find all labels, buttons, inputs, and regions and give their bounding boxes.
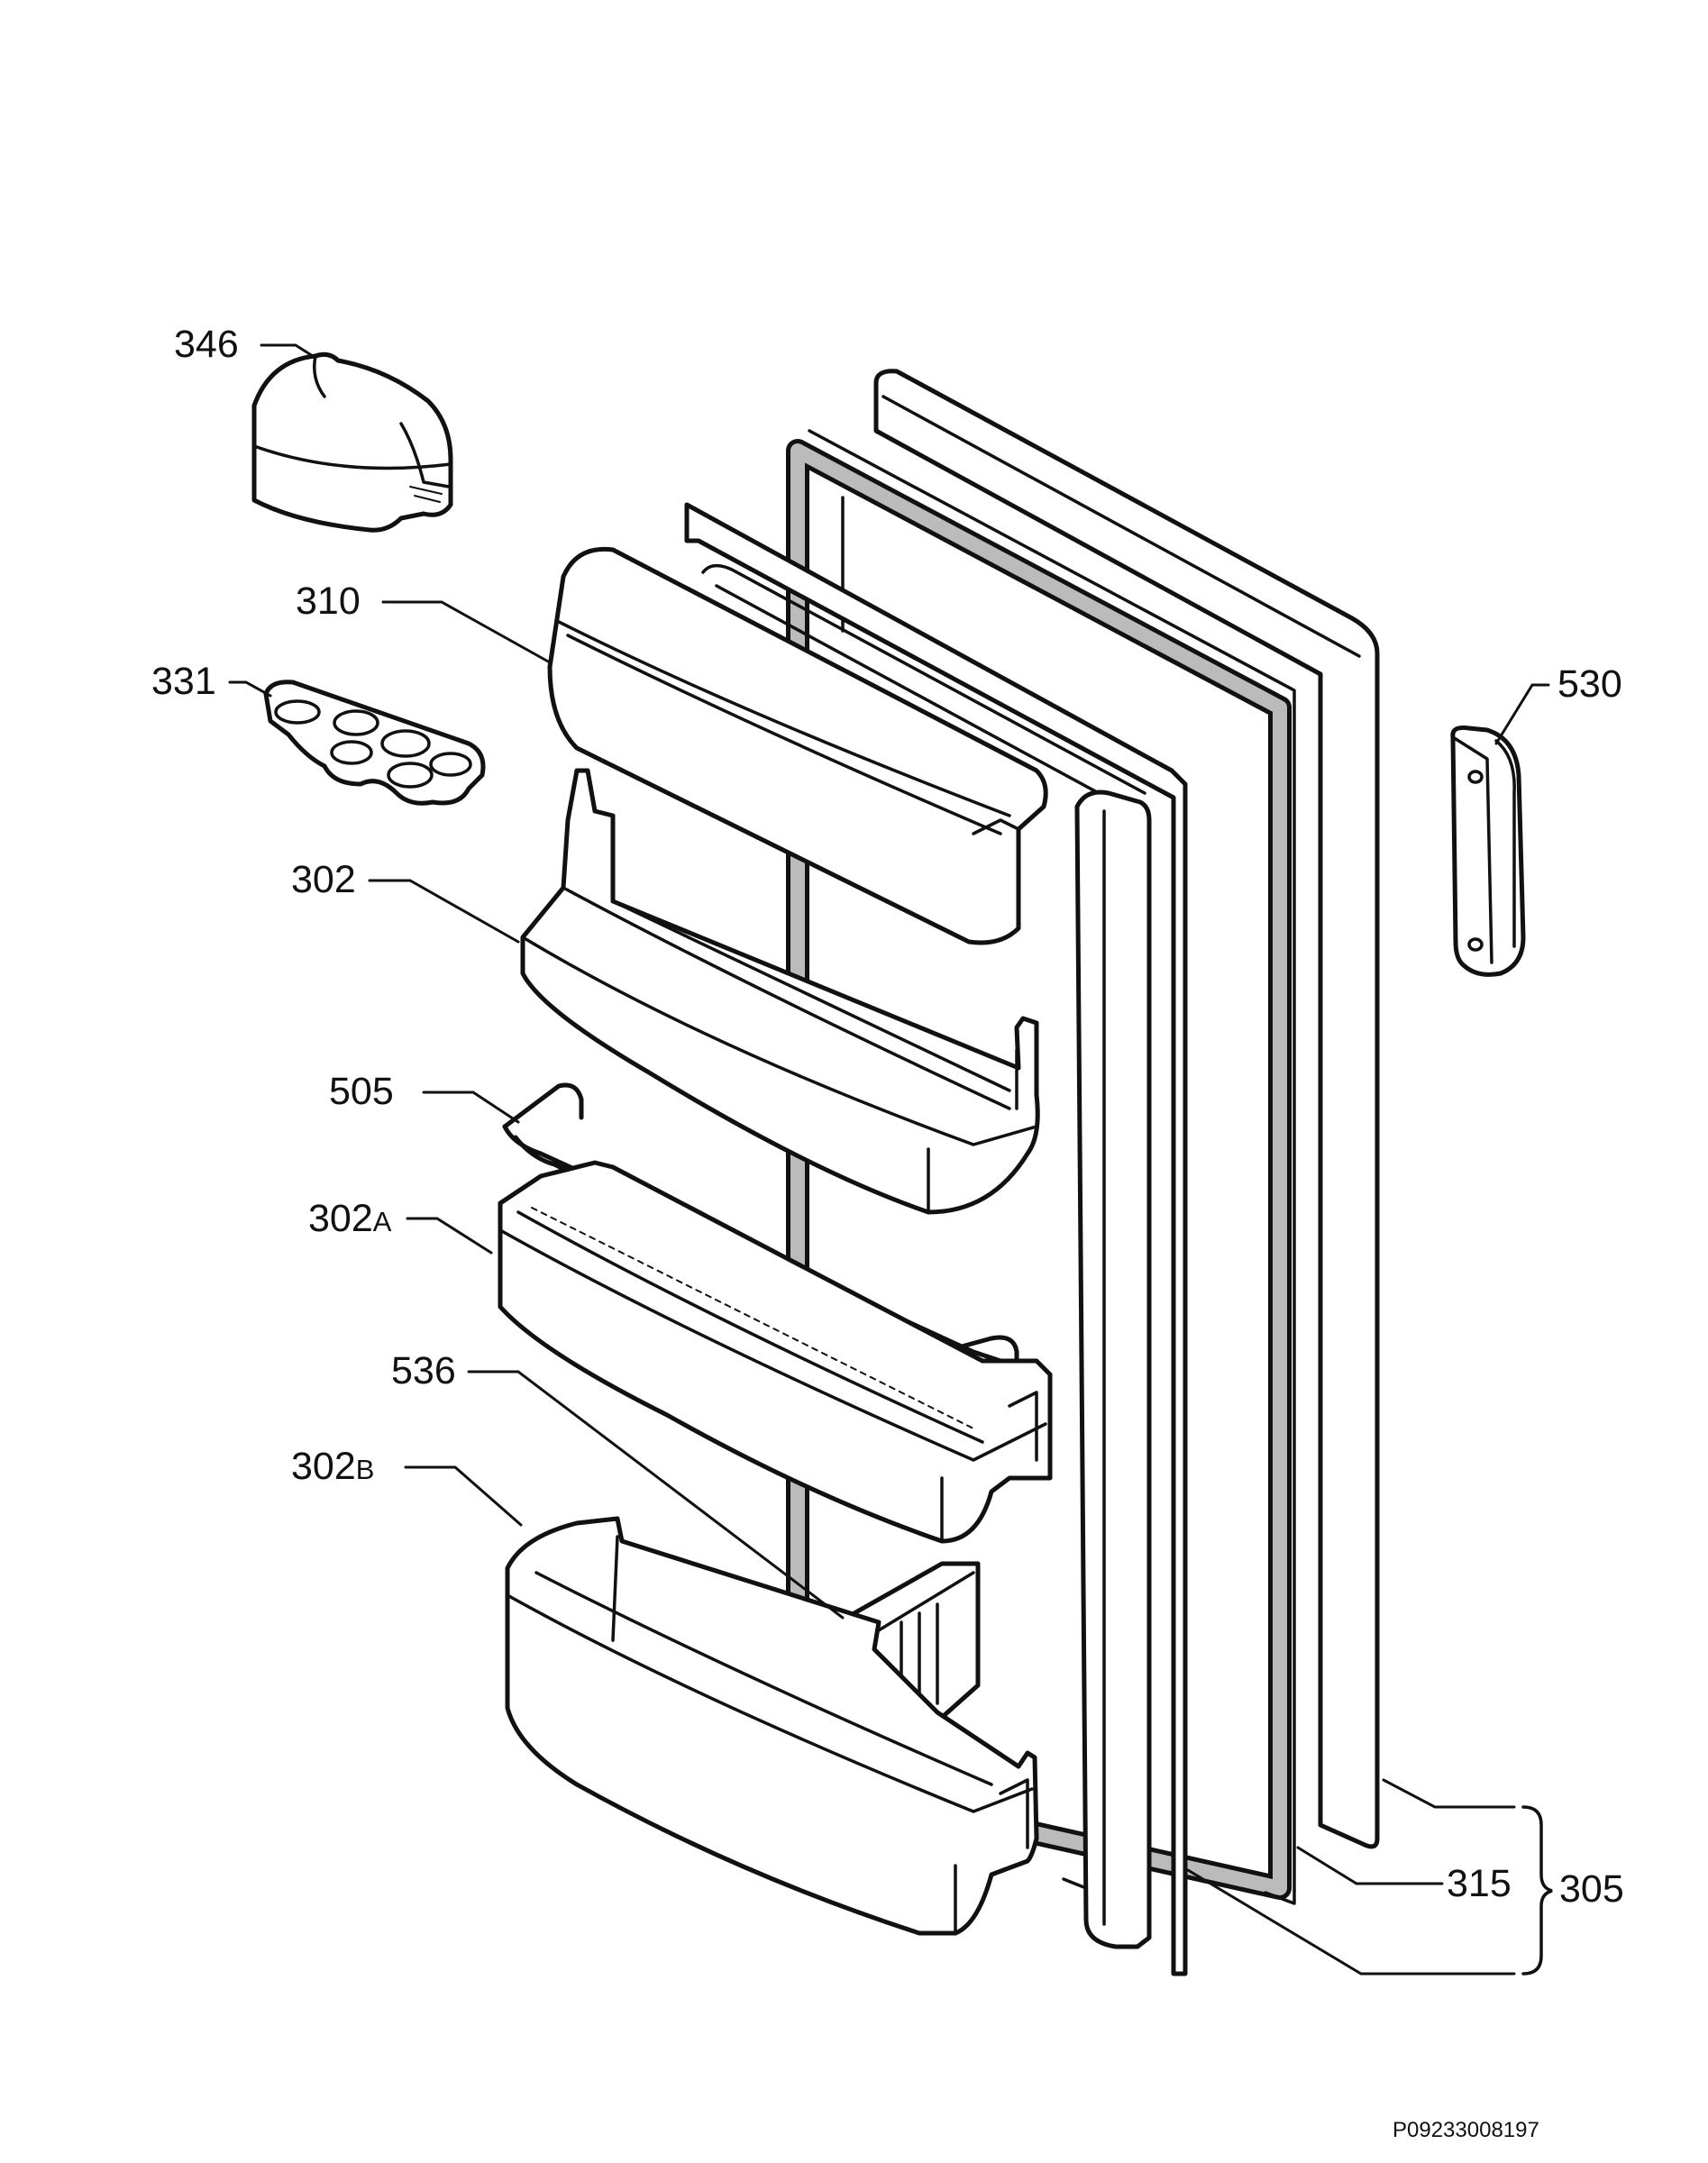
leader-305-bottom [1186, 1868, 1516, 1976]
door-outer-panel [873, 369, 1380, 1849]
leader-302A [406, 1217, 493, 1255]
leader-331 [228, 680, 272, 698]
label-331: 331 [151, 660, 216, 703]
label-505: 505 [329, 1070, 394, 1113]
label-302A-number: 302 [308, 1197, 373, 1240]
label-346: 346 [174, 323, 239, 366]
label-530: 530 [1557, 662, 1622, 706]
butter-compartment-lid [251, 351, 453, 533]
door-shelf-upper [520, 768, 1040, 1215]
leader-346 [260, 343, 317, 360]
label-305: 305 [1559, 1867, 1624, 1911]
leader-310 [381, 600, 552, 664]
door-shelf-middle [498, 1160, 1053, 1544]
label-302: 302 [291, 858, 356, 901]
label-302A: 302A [308, 1197, 392, 1240]
bottle-retainer [502, 1082, 1019, 1382]
brace-305 [1521, 1805, 1553, 1976]
leader-536 [467, 1370, 845, 1620]
leader-530 [1494, 683, 1550, 745]
leader-505 [422, 1091, 520, 1124]
dairy-compartment-cover [547, 546, 1048, 945]
leader-302B [404, 1465, 523, 1527]
label-315: 315 [1447, 1862, 1512, 1905]
label-302B-number: 302 [291, 1445, 356, 1488]
label-302A-suffix: A [373, 1206, 392, 1237]
door-shelf-lower [505, 1516, 1039, 1936]
label-536: 536 [391, 1349, 456, 1392]
inner-door-liner [684, 502, 1188, 1976]
leader-305-top [1382, 1778, 1516, 1809]
label-302B-suffix: B [356, 1454, 375, 1485]
egg-tray [263, 680, 486, 806]
label-302B: 302B [291, 1445, 374, 1488]
leader-315 [1296, 1846, 1444, 1885]
drawing-code: P09233008197 [1393, 2118, 1539, 2142]
label-310: 310 [296, 580, 361, 623]
leader-302 [368, 879, 520, 944]
door-handle [1450, 726, 1526, 977]
